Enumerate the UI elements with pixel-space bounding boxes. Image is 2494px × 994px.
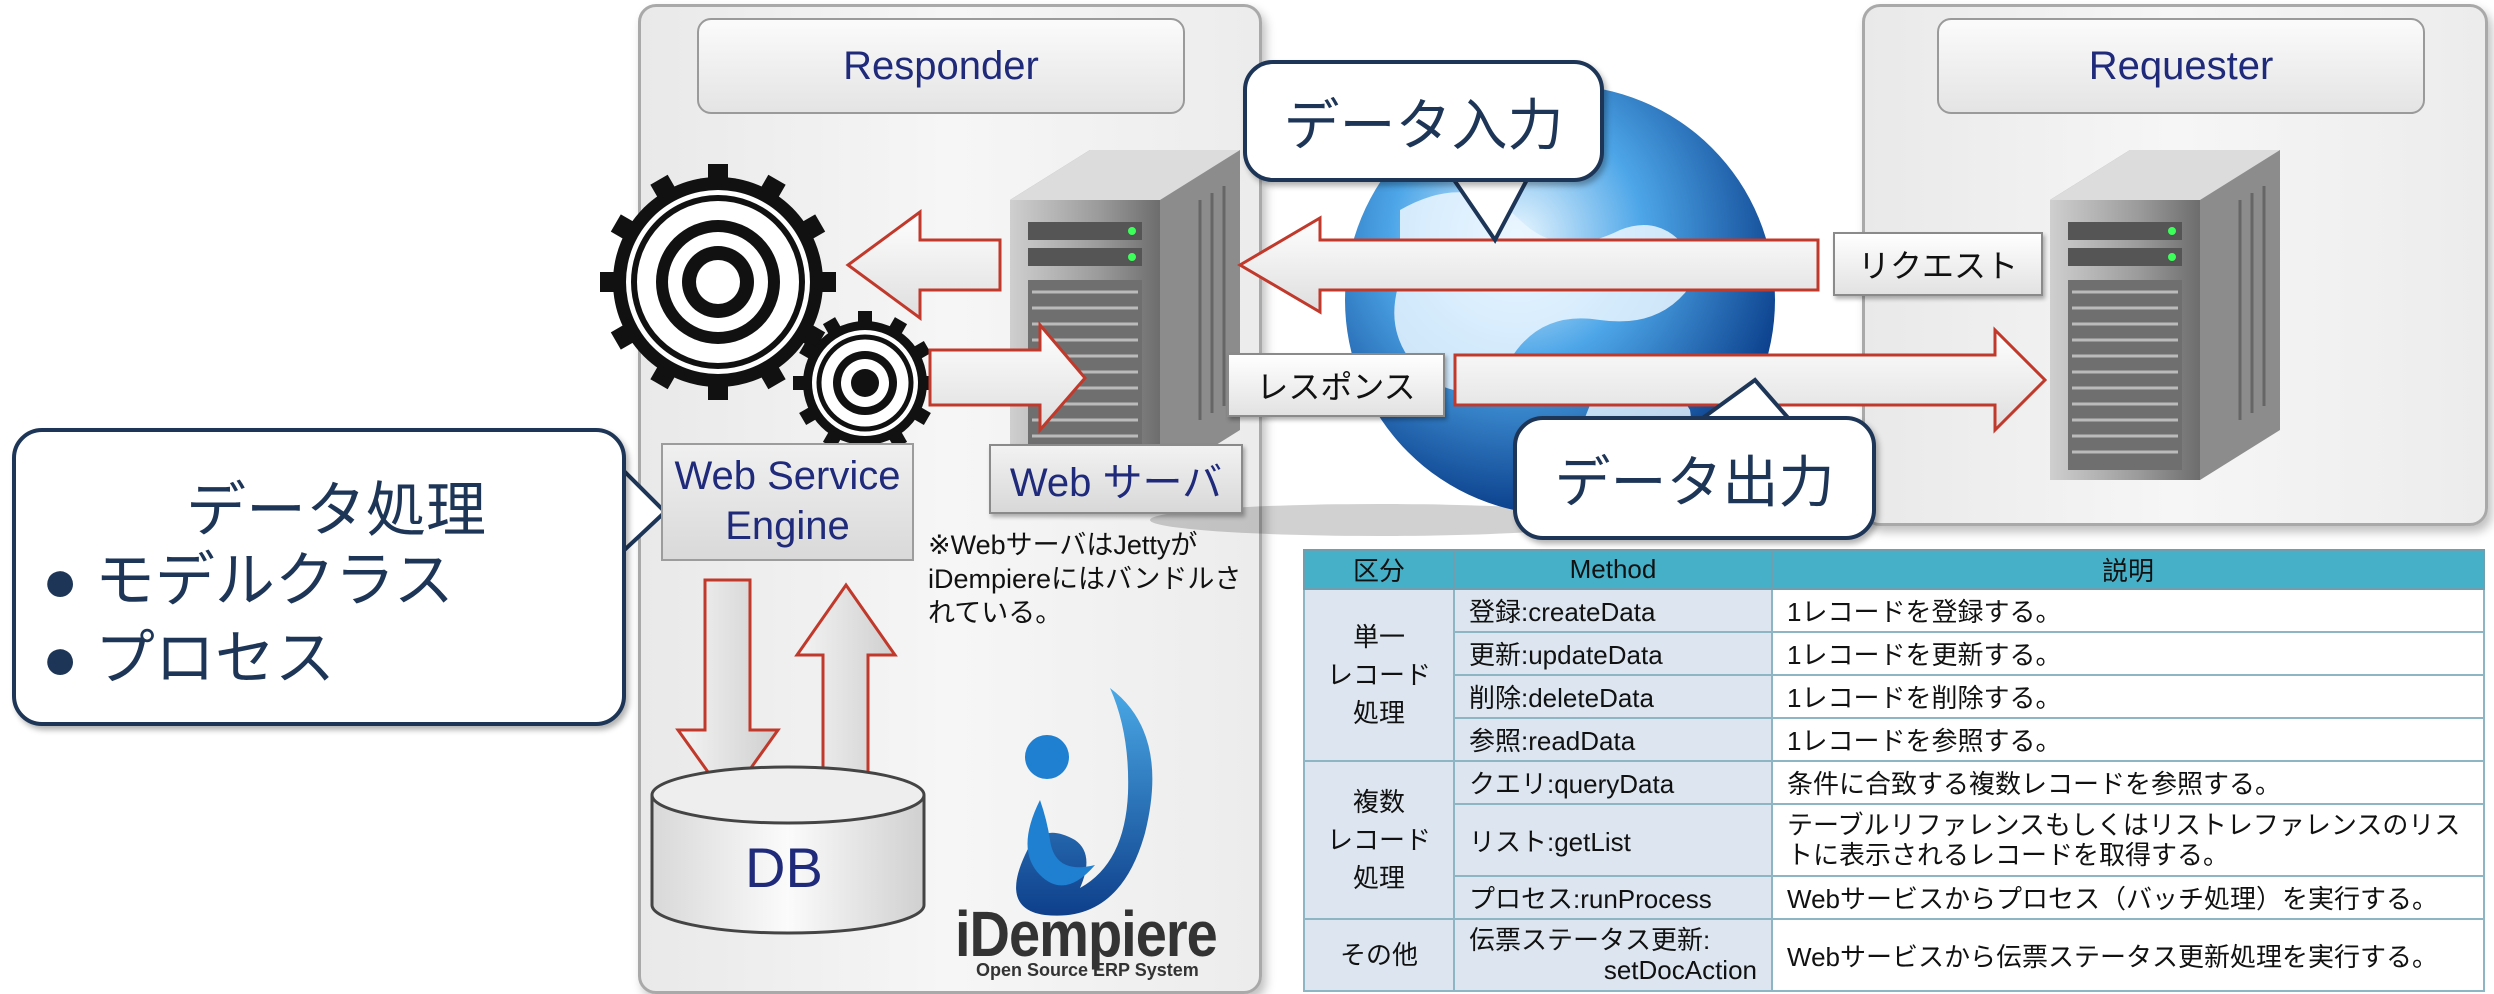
callout-data-processing: データ処理 ● モデルクラス ● プロセス <box>12 428 626 726</box>
web-service-engine-label: Web Service Engine <box>661 443 914 561</box>
arrow-response <box>1453 326 2048 434</box>
db-label: DB <box>745 836 823 899</box>
group-multi-record: 複数 レコード 処理 <box>1303 760 1455 920</box>
bullet-text-model: モデルクラス <box>94 547 454 614</box>
callout-data-input: データ入力 <box>1243 60 1604 182</box>
method-cell: 伝票ステータス更新: setDocAction <box>1453 918 1773 992</box>
request-label: リクエスト <box>1833 232 2043 296</box>
bullet-icon: ● <box>42 625 79 692</box>
requester-title: Requester <box>1937 18 2425 114</box>
response-label: レスポンス <box>1227 353 1445 417</box>
description-cell: 1レコードを更新する。 <box>1771 631 2485 676</box>
table-row: 参照:readData 1レコードを参照する。 <box>1304 717 2485 762</box>
group-line: その他 <box>1339 940 1418 970</box>
table-row: 削除:deleteData 1レコードを削除する。 <box>1304 674 2485 719</box>
group-line: 複数 <box>1352 787 1405 817</box>
table-row: 更新:updateData 1レコードを更新する。 <box>1304 631 2485 676</box>
group-line: 処理 <box>1352 698 1405 728</box>
callout-processing-title: データ処理 <box>186 477 486 544</box>
description-cell: Webサービスから伝票ステータス更新処理を実行する。 <box>1771 918 2485 992</box>
description-cell: 1レコードを参照する。 <box>1771 717 2485 762</box>
responder-title: Responder <box>697 18 1185 114</box>
description-cell: 1レコードを登録する。 <box>1771 588 2485 633</box>
method-cell: 更新:updateData <box>1453 631 1773 676</box>
arrow-request <box>1237 215 1820 315</box>
group-other: その他 <box>1303 918 1455 992</box>
callout-processing-bullet-1: ● モデルクラス <box>42 532 454 619</box>
table-row: リスト:getList テーブルリファレンスもしくはリストレファレンスのリストに… <box>1304 803 2485 877</box>
table-header-row: 区分 Method 説明 <box>1303 549 2485 590</box>
bullet-icon: ● <box>42 547 79 614</box>
callout-data-input-text: データ入力 <box>1283 93 1564 157</box>
table-row: プロセス:runProcess Webサービスからプロセス（バッチ処理）を実行す… <box>1304 875 2485 920</box>
methods-table: 区分 Method 説明 単一 レコード 処理 登録:createData 1レ… <box>1303 549 2485 992</box>
group-line: 処理 <box>1352 863 1405 893</box>
callout-data-output: データ出力 <box>1513 416 1876 540</box>
group-single-record: 単一 レコード 処理 <box>1303 588 1455 762</box>
method-line: setDocAction <box>1603 955 1757 985</box>
group-line: レコード <box>1326 825 1431 855</box>
arrow-engine-to-server <box>928 320 1087 435</box>
header-category: 区分 <box>1303 549 1455 590</box>
group-line: レコード <box>1326 660 1431 690</box>
idempiere-wordmark: iDempiere <box>955 897 1218 970</box>
description-cell: 条件に合致する複数レコードを参照する。 <box>1771 760 2485 805</box>
table-row: 単一 レコード 処理 登録:createData 1レコードを登録する。 <box>1303 588 2485 762</box>
method-cell: 削除:deleteData <box>1453 674 1773 719</box>
gear-icon <box>793 311 937 455</box>
callout-processing-bullet-2: ● プロセス <box>42 610 335 697</box>
method-cell: リスト:getList <box>1453 803 1773 877</box>
jetty-note: ※WebサーバはJettyがiDempiereにはバンドルされている。 <box>928 530 1242 628</box>
idempiere-logo-icon <box>1016 688 1153 916</box>
group-line: 単一 <box>1352 622 1405 652</box>
gear-icon <box>600 164 836 400</box>
bullet-text-process: プロセス <box>94 625 335 692</box>
web-server-label-text: Web サーバ <box>1009 461 1223 505</box>
header-description: 説明 <box>1771 549 2485 590</box>
header-method: Method <box>1453 549 1773 590</box>
method-cell: クエリ:queryData <box>1453 760 1773 805</box>
requester-server-icon <box>2050 150 2280 480</box>
description-cell: テーブルリファレンスもしくはリストレファレンスのリストに表示されるレコードを取得… <box>1771 803 2485 877</box>
database-icon <box>650 765 926 935</box>
callout-data-output-text: データ出力 <box>1554 450 1835 514</box>
web-server-label: Web サーバ <box>989 444 1243 514</box>
table-row: その他 伝票ステータス更新: setDocAction Webサービスから伝票ス… <box>1303 918 2485 992</box>
idempiere-tagline: Open Source ERP System <box>976 960 1199 980</box>
method-cell: プロセス:runProcess <box>1453 875 1773 920</box>
description-cell: 1レコードを削除する。 <box>1771 674 2485 719</box>
table-row: 複数 レコード 処理 クエリ:queryData 条件に合致する複数レコードを参… <box>1303 760 2485 920</box>
description-cell: Webサービスからプロセス（バッチ処理）を実行する。 <box>1771 875 2485 920</box>
arrow-server-to-engine <box>845 209 1002 321</box>
method-cell: 参照:readData <box>1453 717 1773 762</box>
method-cell: 登録:createData <box>1453 588 1773 633</box>
engine-label-line1: Web Service <box>674 454 901 498</box>
engine-label-line2: Engine <box>725 504 850 548</box>
arrow-to-db <box>675 578 781 803</box>
method-line: 伝票ステータス更新: <box>1469 925 1711 955</box>
